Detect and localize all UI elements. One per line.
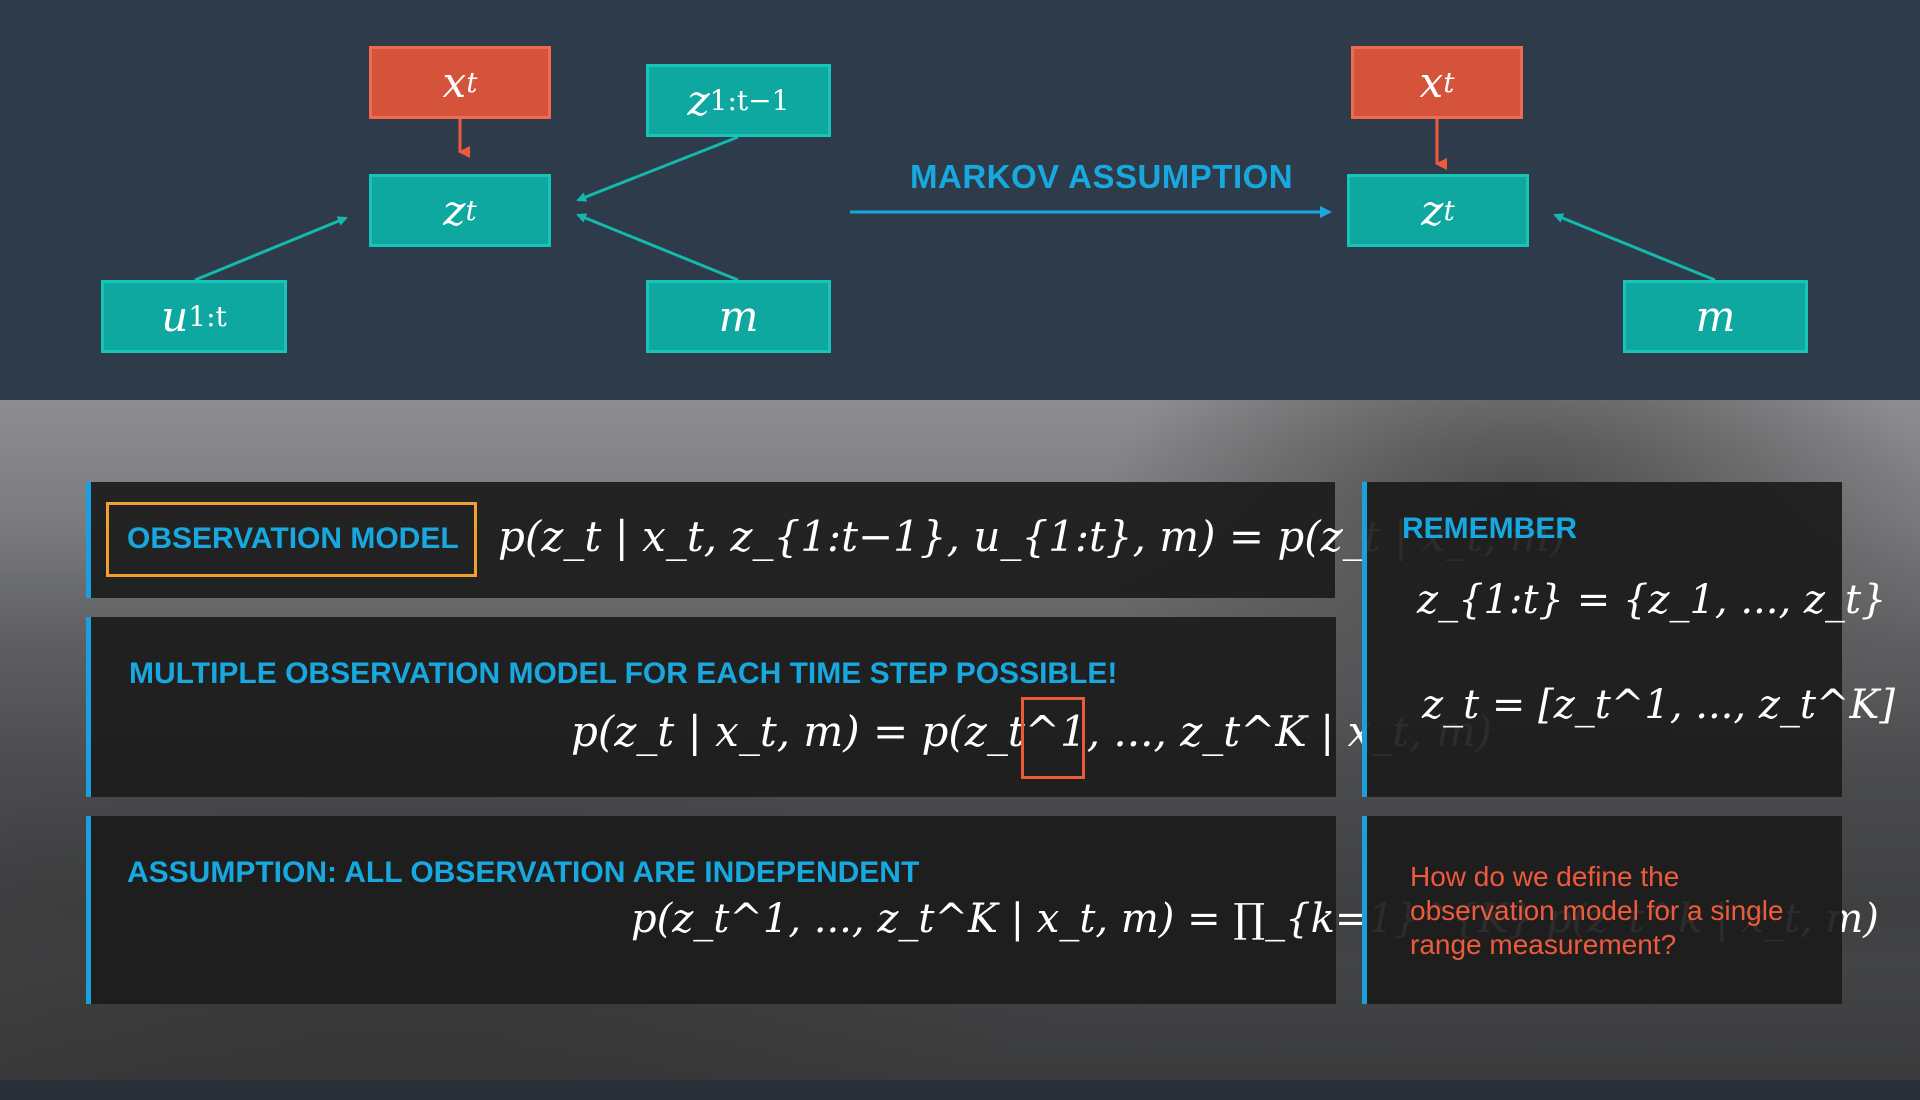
node-x-right-sub: t <box>1443 66 1455 99</box>
observation-model-label: OBSERVATION MODEL <box>127 522 459 555</box>
node-z-left-sub: t <box>465 194 477 227</box>
node-x-left-sub: t <box>466 66 478 99</box>
markov-assumption-label: MARKOV ASSUMPTION <box>910 158 1294 195</box>
zk-highlight-box <box>1021 697 1085 779</box>
multiple-observation-panel: MULTIPLE OBSERVATION MODEL FOR EACH TIME… <box>86 617 1492 797</box>
remember-label: REMEMBER <box>1402 512 1578 545</box>
node-m-left-label: m <box>718 292 759 341</box>
node-x-left-label: x <box>442 58 467 107</box>
observation-model-highlight <box>106 502 477 577</box>
node-m-right: m <box>1623 280 1808 353</box>
node-u-label: u <box>161 292 189 341</box>
question-panel: How do we define the observation model f… <box>1362 816 1842 1004</box>
diagram-arrows <box>194 118 1716 282</box>
node-u-sub: 1:t <box>188 300 227 333</box>
node-m-right-label: m <box>1695 292 1736 341</box>
node-m-left: m <box>646 280 831 353</box>
multiple-observation-label: MULTIPLE OBSERVATION MODEL FOR EACH TIME… <box>129 657 1118 690</box>
question-text: How do we define the observation model f… <box>1410 861 1784 960</box>
remember-formula-1-text: z_{1:t} = {z_1, ..., z_t} <box>1417 577 1887 623</box>
node-z-right-label: z <box>1421 186 1444 235</box>
arrow-m-to-z-left <box>576 213 739 282</box>
multiple-observation-formula-text: p(z_t | x_t, m) = p(z_t^1, ..., z_t^K | … <box>571 707 1493 756</box>
remember-formula-2: z_t = [z_t^1, ..., z_t^K] <box>1422 682 1895 728</box>
assumption-label: ASSUMPTION: ALL OBSERVATION ARE INDEPEND… <box>127 856 920 889</box>
arrow-zprev-to-z <box>576 135 739 202</box>
remember-formula-1: z_{1:t} = {z_1, ..., z_t} <box>1417 577 1887 623</box>
node-x-right-label: x <box>1419 58 1444 107</box>
node-z-right-sub: t <box>1443 194 1455 227</box>
arrow-u-to-z <box>194 216 348 282</box>
remember-formula-2-text: z_t = [z_t^1, ..., z_t^K] <box>1422 682 1895 728</box>
remember-panel: REMEMBER z_{1:t} = {z_1, ..., z_t} z_t =… <box>1362 482 1895 797</box>
node-zprev-label: z <box>687 76 710 125</box>
arrow-m-to-z-right <box>1553 213 1716 282</box>
multiple-observation-formula: p(z_t | x_t, m) = p(z_t^1, ..., z_t^K | … <box>571 707 1492 756</box>
assumption-panel: ASSUMPTION: ALL OBSERVATION ARE INDEPEND… <box>86 816 1879 1004</box>
node-z-left-label: z <box>443 186 466 235</box>
observation-model-panel: OBSERVATION MODEL p(z_t | x_t, z_{1:t−1}… <box>86 482 1566 598</box>
node-zprev-sub: 1:t−1 <box>709 84 790 117</box>
